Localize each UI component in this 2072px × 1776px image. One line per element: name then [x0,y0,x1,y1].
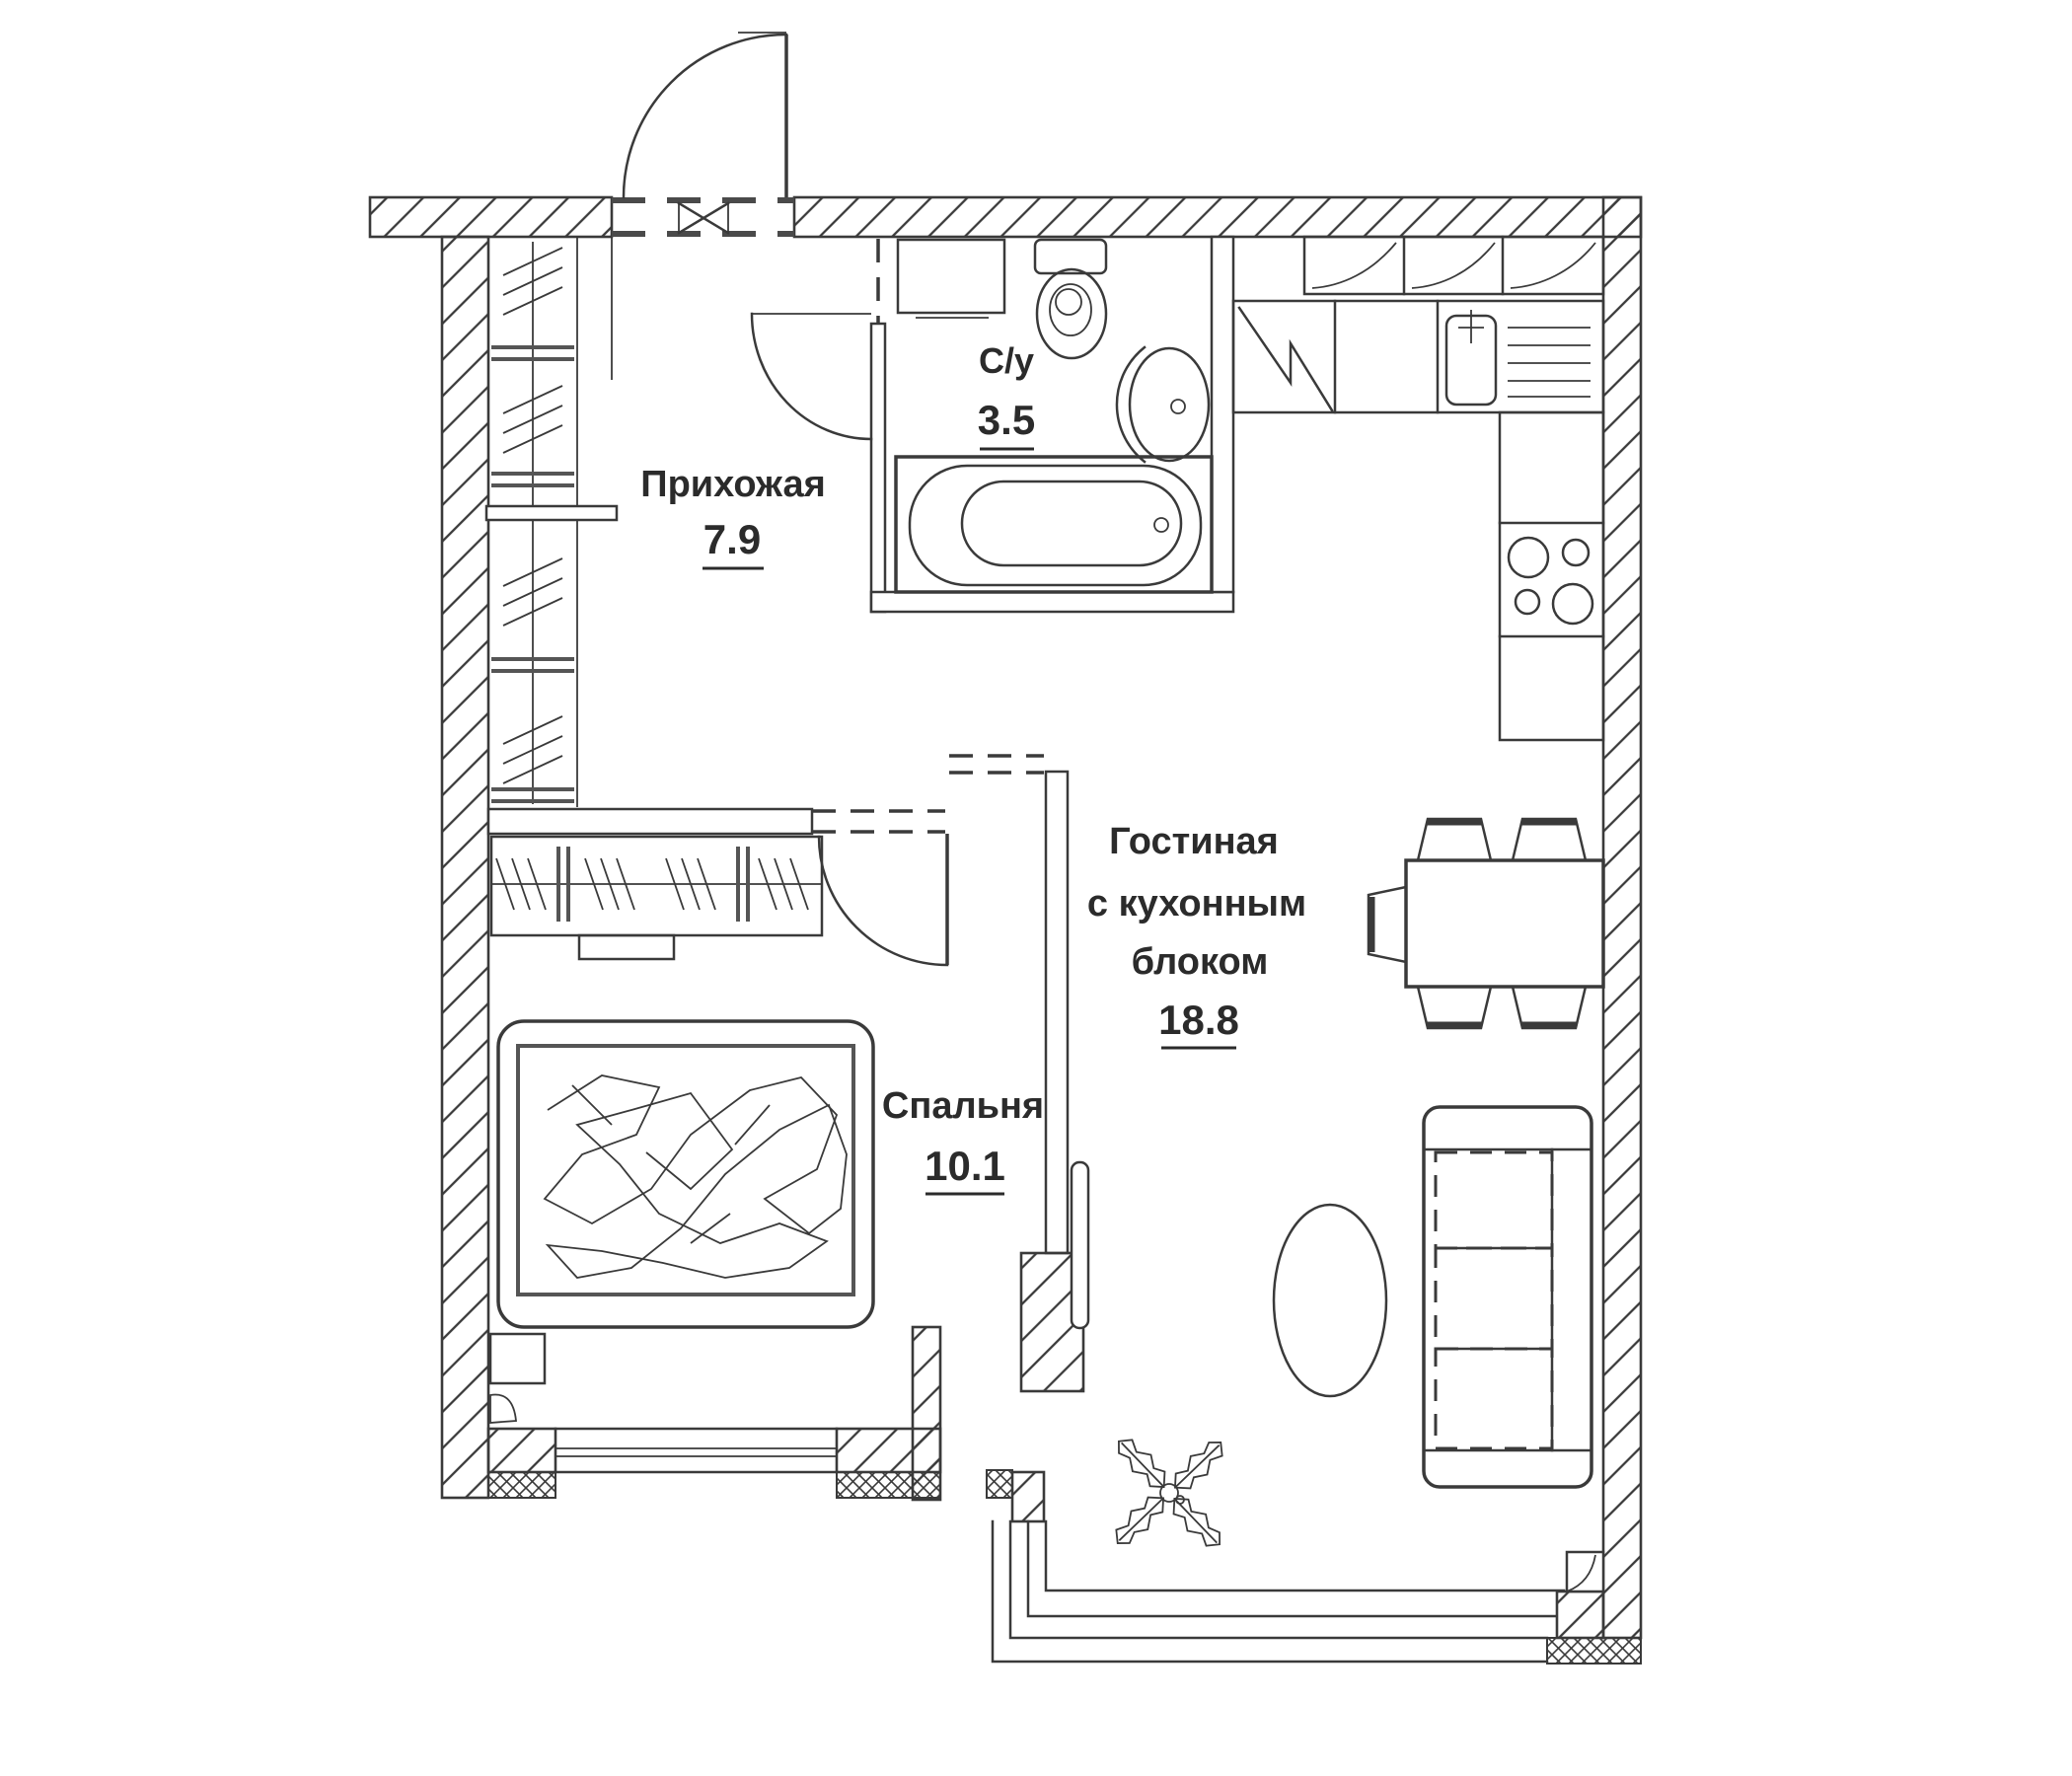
bedroom-walls [486,754,1090,1393]
bathroom-door-swing-arc [750,312,873,441]
drainboard-icon [1508,327,1591,398]
shelf-icon [484,504,619,522]
open-door-leaf [1070,1160,1090,1330]
bathroom-door [750,312,873,441]
upper-cabinets-icon [1302,235,1605,296]
rug-icon [1272,1203,1388,1398]
bathroom: С/у 3.5 [750,235,1235,614]
entry-door [612,32,794,237]
entry-door-swing-arc [622,33,788,199]
stove-icon [1507,536,1594,626]
bathroom-area: 3.5 [978,397,1035,443]
kitchen-right-counter [1498,410,1605,742]
toilet-icon [1033,238,1108,360]
bathroom-south-wall [869,590,1235,614]
bedroom-north-wall [486,807,814,836]
chair-icon [1418,987,1491,1028]
entry-threshold-x-icon [677,201,730,235]
chair-icon [1367,885,1408,964]
balcony-door-icon [1565,1550,1605,1593]
living-label-line2: с кухонным [1087,883,1306,925]
floor-lamp-icon [489,1393,517,1424]
kitchen-sink-icon [1444,310,1498,407]
bedroom-door-swing-arc [817,835,949,967]
bedroom-door [817,834,949,967]
refrigerator-icon [1237,306,1334,412]
living-label-line1: Гостиная [1109,821,1279,862]
living-area: 18.8 [1158,997,1239,1043]
bathroom-west-wall [869,322,887,614]
living-label-line3: блоком [1132,941,1269,983]
chair-icon [1513,819,1586,860]
bedroom-area: 10.1 [925,1143,1005,1189]
hallway-label: Прихожая [640,464,826,505]
balcony-steps-icon [986,1469,1605,1664]
blanket-scribble [543,1074,848,1279]
nightstand-icon [488,1332,547,1385]
bathroom-east-wall [1210,235,1235,594]
dining-table-icon [1404,858,1605,989]
exterior-walls [368,195,1643,1665]
living-partition-wall [1044,770,1070,1255]
hallway-area: 7.9 [703,516,761,562]
bedroom-window-wall [486,1325,942,1502]
wardrobe-icon [489,835,824,961]
chair-icon [1418,819,1491,860]
kitchen-counter-icon [1231,299,1605,414]
sofa-icon [1422,1105,1593,1489]
bedroom-label: Спальня [882,1085,1044,1127]
wash-basin-icon [1115,345,1211,464]
bedroom: Спальня 10.1 [488,835,1044,1424]
bed-icon [496,1019,875,1329]
bathtub-icon [894,455,1214,594]
living-room: Гостиная с кухонным блоком 18.8 [1087,819,1605,1556]
washing-machine-icon [896,238,1006,319]
coat-closet-icon [489,237,578,807]
chair-icon [1513,987,1586,1028]
bathroom-label: С/у [979,340,1034,381]
kitchen [1231,235,1605,742]
plant-icon [1106,1430,1232,1556]
hallway: Прихожая 7.9 [484,237,826,807]
